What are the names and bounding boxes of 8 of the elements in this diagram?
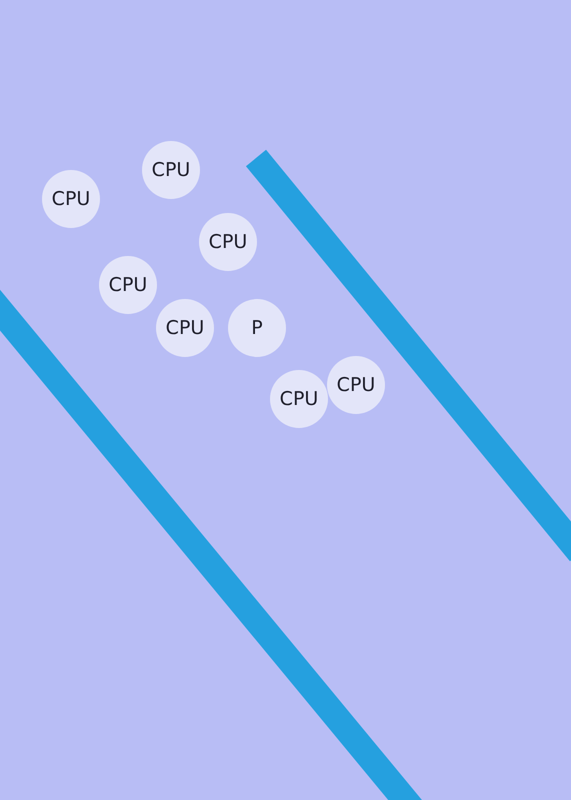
node-label: CPU	[166, 317, 204, 339]
node-label: P	[251, 317, 263, 339]
node-label: CPU	[208, 231, 248, 253]
node-label: CPU	[336, 374, 376, 396]
node-label: CPU	[108, 274, 148, 296]
node-label: CPU	[52, 188, 90, 210]
node-label: CPU	[280, 388, 318, 410]
node-label: CPU	[152, 159, 190, 181]
